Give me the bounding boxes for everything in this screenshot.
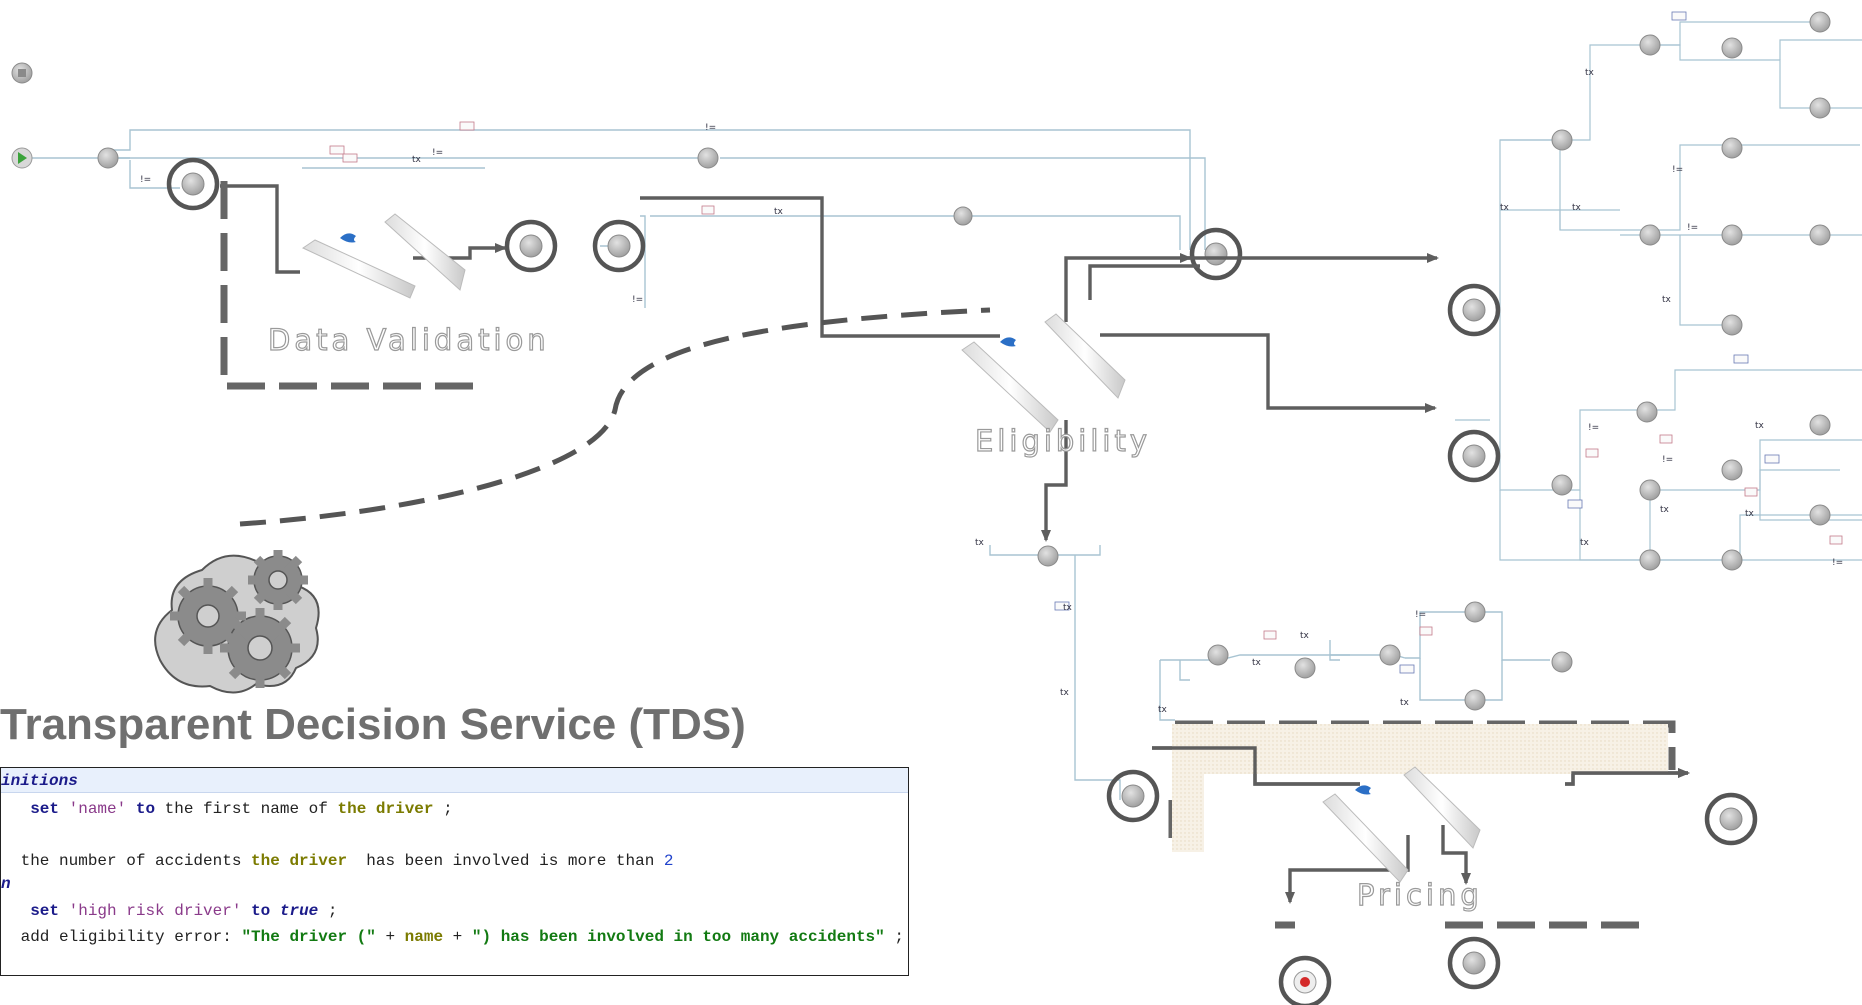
highlight-rings xyxy=(166,157,1758,1005)
variable-name: name xyxy=(404,928,444,946)
keyword-to: to xyxy=(135,800,156,818)
svg-text:tx: tx xyxy=(1300,631,1310,641)
ruleflow-icon xyxy=(340,233,356,243)
rule-nodes xyxy=(97,11,1831,711)
operator-plus: + xyxy=(375,928,405,946)
stage-label-pricing: Pricing xyxy=(1356,877,1483,912)
svg-text:tx: tx xyxy=(412,155,422,165)
code-end: ; xyxy=(884,928,904,946)
flow-lines xyxy=(22,129,1550,800)
code-line-5: add eligibility error: "The driver (" + … xyxy=(11,928,904,946)
svg-text:!=: != xyxy=(1415,610,1426,620)
guard-tags xyxy=(1054,11,1780,674)
svg-text:tx: tx xyxy=(1585,68,1595,78)
pricing-stage-area-left xyxy=(1172,724,1204,852)
variable-driver: the driver xyxy=(337,800,434,818)
end-node xyxy=(1293,970,1317,994)
variable-driver: the driver xyxy=(251,852,348,870)
data-validation-task xyxy=(301,213,466,299)
tag-text: != tx != != tx != tx tx tx tx tx tx tx !… xyxy=(140,68,1843,715)
string-literal: "The driver (" xyxy=(241,928,376,946)
string-name: 'name' xyxy=(68,800,127,818)
ring-inner-nodes xyxy=(181,172,1743,975)
pricing-entry-connector xyxy=(1152,746,1360,786)
code-line-4: set 'high risk driver' to true ; xyxy=(11,902,337,920)
code-text: the number of accidents xyxy=(11,852,252,870)
eligibility-task xyxy=(961,313,1126,433)
svg-text:tx: tx xyxy=(1500,203,1510,213)
svg-text:!=: != xyxy=(1832,558,1843,568)
stage-label-data-validation: Data Validation xyxy=(267,322,550,357)
start-node xyxy=(11,147,33,169)
flow-lines-right xyxy=(1455,21,1862,561)
condition-tags xyxy=(329,121,1843,640)
ruleflow-icon xyxy=(1000,337,1016,347)
svg-text:tx: tx xyxy=(1158,705,1168,715)
keyword-to: to xyxy=(251,902,271,920)
svg-text:tx: tx xyxy=(1400,698,1410,708)
svg-text:tx: tx xyxy=(1755,421,1765,431)
tds-callout-curve xyxy=(239,307,991,527)
svg-text:tx: tx xyxy=(1063,603,1073,613)
svg-text:tx: tx xyxy=(1580,538,1590,548)
code-line-3: n xyxy=(1,875,11,893)
code-line-1: set 'name' to the first name of the driv… xyxy=(11,800,453,818)
number-value: 2 xyxy=(663,852,674,870)
svg-text:tx: tx xyxy=(1745,509,1755,519)
code-end: ; xyxy=(433,800,453,818)
svg-text:!=: != xyxy=(432,148,443,158)
definitions-keyword: initions xyxy=(1,772,78,790)
svg-text:tx: tx xyxy=(1572,203,1582,213)
code-text: add eligibility error: xyxy=(11,928,242,946)
code-line-2: the number of accidents the driver has b… xyxy=(11,852,674,870)
svg-text:!=: != xyxy=(1588,423,1599,433)
rule-editor-panel: initions set 'name' to the first name of… xyxy=(0,767,909,976)
svg-text:!=: != xyxy=(140,175,151,185)
svg-text:tx: tx xyxy=(1060,688,1070,698)
svg-text:tx: tx xyxy=(1662,295,1672,305)
service-node xyxy=(11,62,33,84)
string-literal: ") has been involved in too many acciden… xyxy=(471,928,885,946)
code-text: has been involved is more than xyxy=(347,852,664,870)
string-high-risk: 'high risk driver' xyxy=(68,902,242,920)
svg-text:tx: tx xyxy=(1660,505,1670,515)
gears-cloud-icon xyxy=(154,550,320,694)
svg-text:!=: != xyxy=(632,295,643,305)
svg-text:tx: tx xyxy=(975,538,985,548)
svg-text:!=: != xyxy=(1687,223,1698,233)
pricing-task xyxy=(1322,766,1481,883)
stage-label-eligibility: Eligibility xyxy=(974,423,1152,458)
value-true: true xyxy=(279,902,319,920)
operator-plus: + xyxy=(443,928,472,946)
ruleflow-icon xyxy=(1355,785,1371,795)
page-title: Transparent Decision Service (TDS) xyxy=(0,700,746,749)
keyword-set: set xyxy=(30,800,60,818)
pricing-exit-connector xyxy=(1565,768,1690,786)
svg-text:tx: tx xyxy=(774,207,784,217)
svg-text:!=: != xyxy=(705,123,716,133)
code-text: the first name of xyxy=(155,800,338,818)
keyword-set: set xyxy=(30,902,60,920)
code-header-row: initions xyxy=(1,768,908,793)
svg-text:!=: != xyxy=(1672,165,1683,175)
code-end: ; xyxy=(318,902,338,920)
svg-text:tx: tx xyxy=(1252,658,1262,668)
svg-text:!=: != xyxy=(1662,455,1673,465)
